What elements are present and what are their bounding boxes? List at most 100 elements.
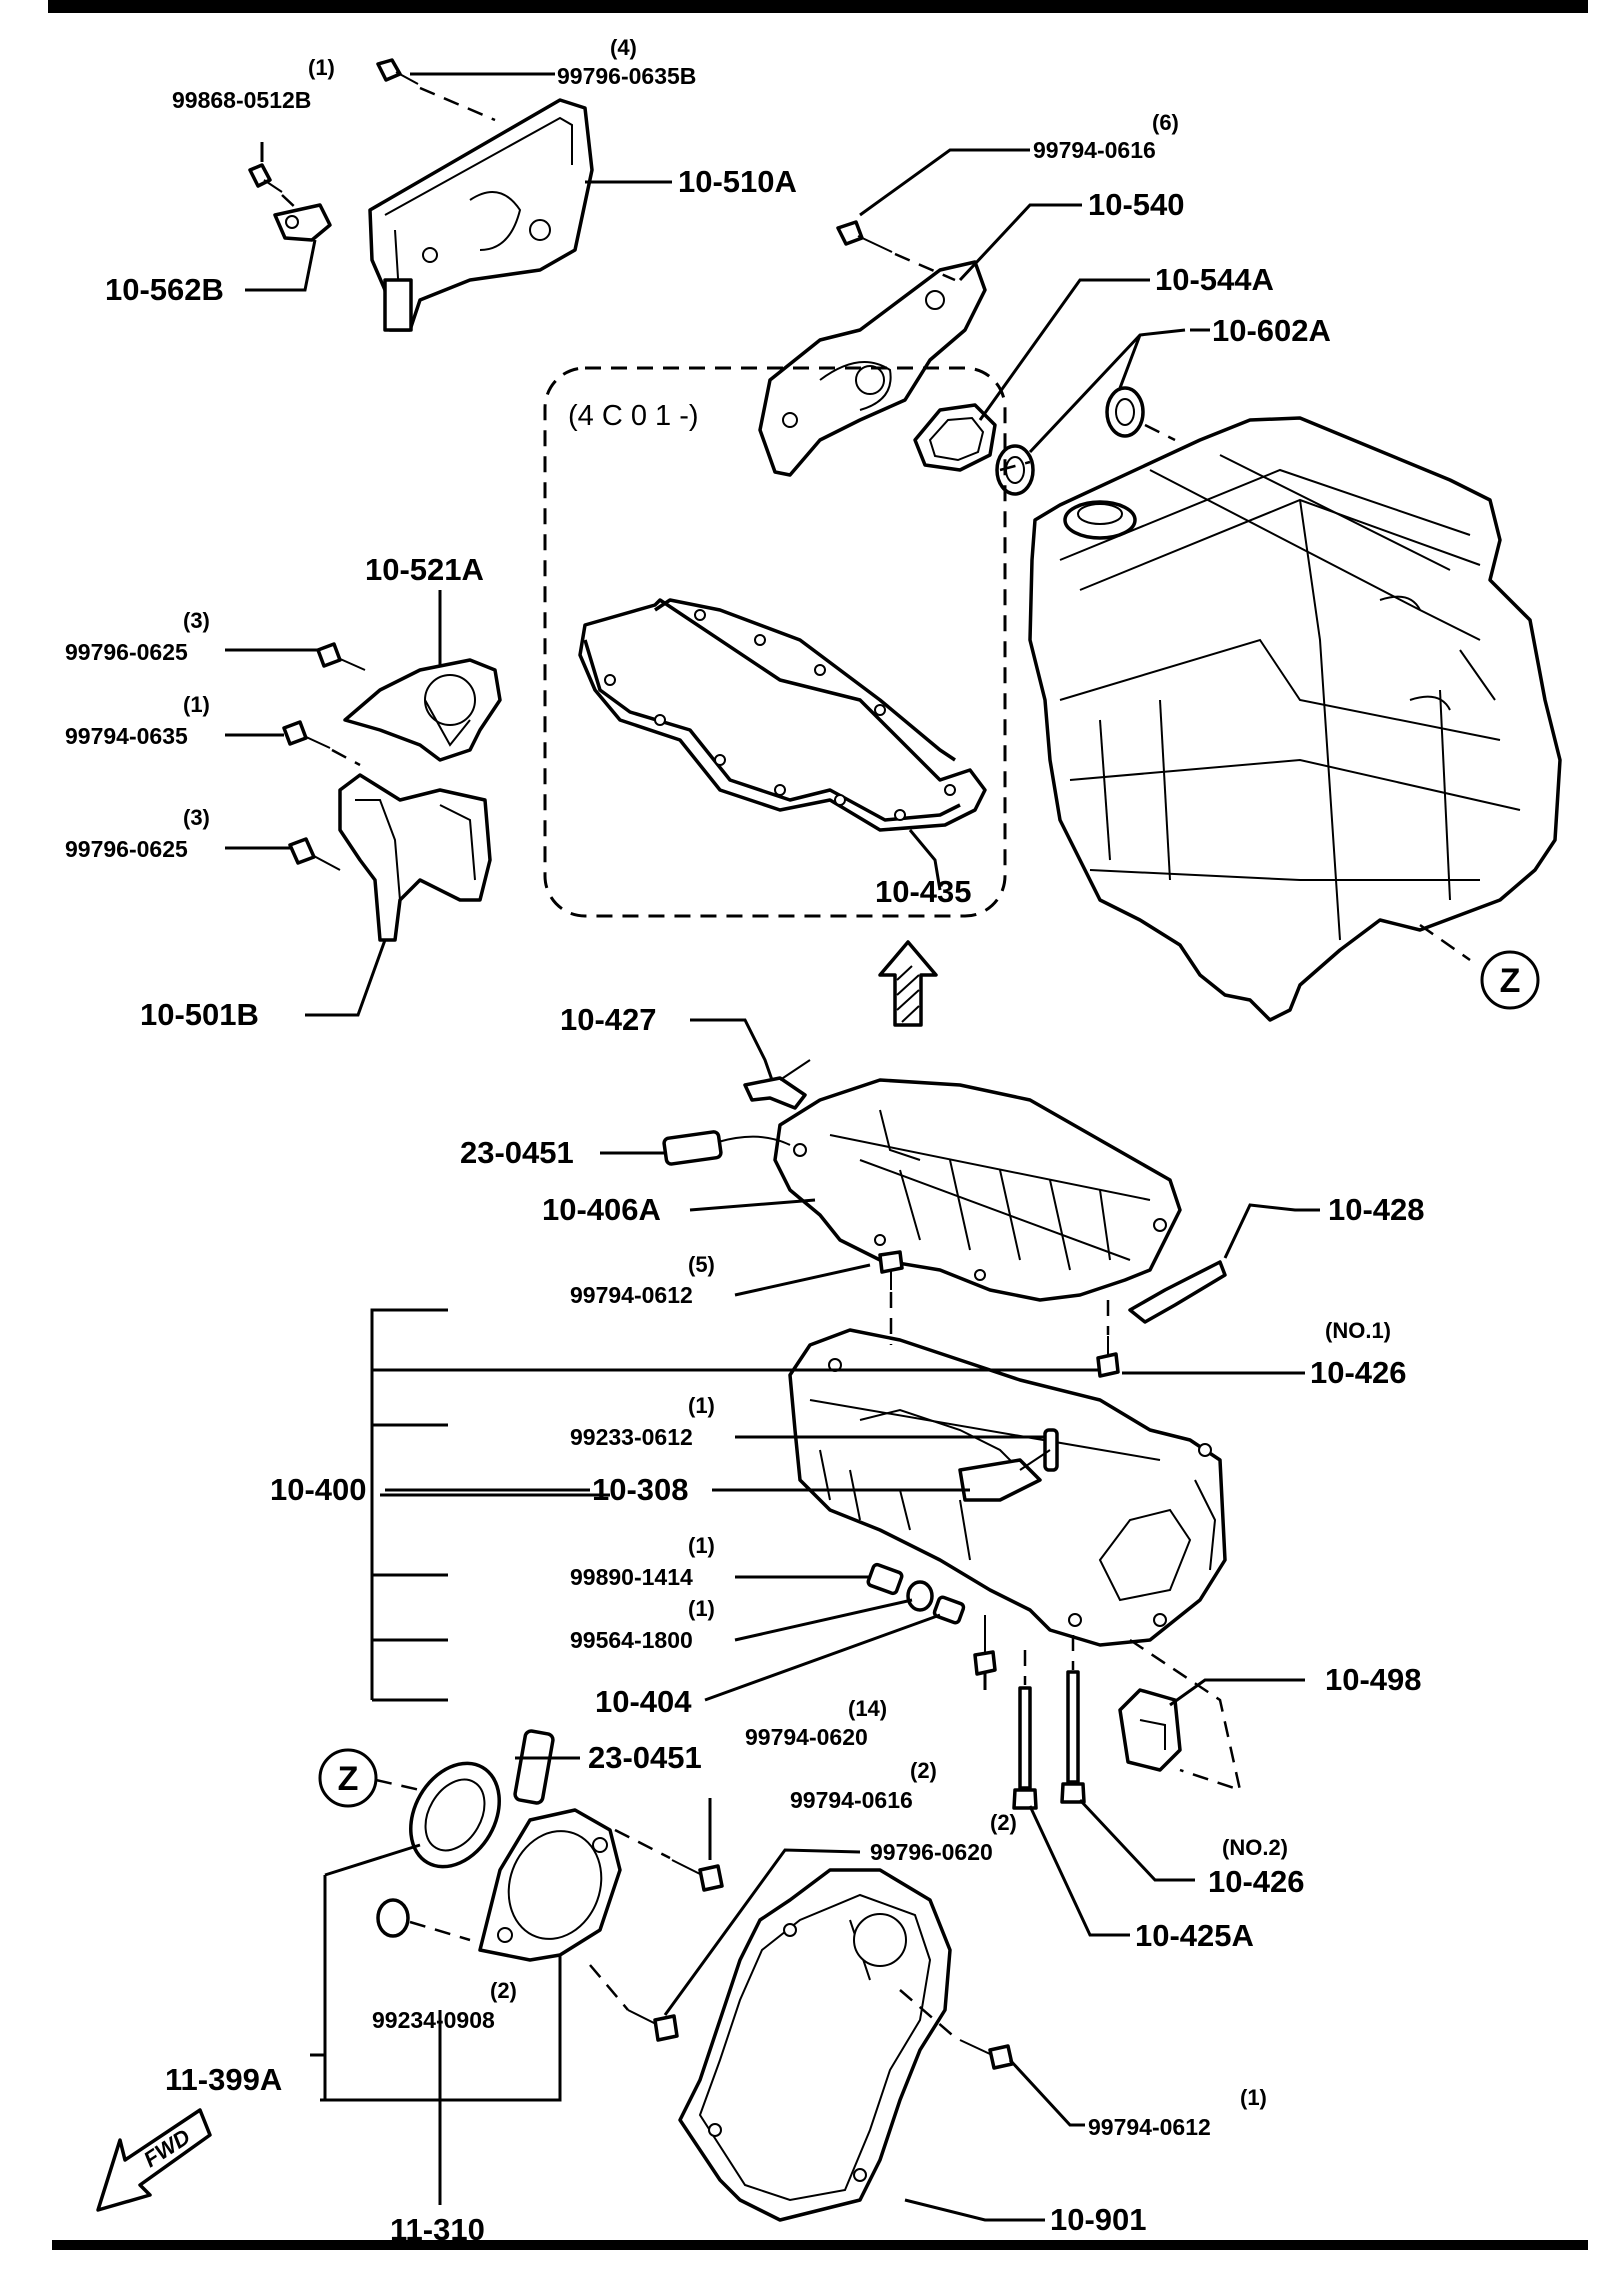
label-10-498: 10-498 [1325, 1662, 1422, 1697]
bolt-99794-0620 [973, 1615, 997, 1676]
bolt-99794-0616-bottom [671, 1859, 724, 1892]
label-11-310: 11-310 [390, 2212, 485, 2247]
qty-99868-0512B: (1) [308, 55, 335, 80]
label-99234-0908: 99234-0908 [372, 2007, 495, 2033]
label-99890-1414: 99890-1414 [570, 1564, 693, 1590]
label-10-426-no1: 10-426 [1310, 1355, 1407, 1390]
dowel-99233-0612 [1043, 1428, 1059, 1472]
bolt-10-426-no1 [1096, 1336, 1120, 1378]
label-10-428: 10-428 [1328, 1192, 1425, 1227]
qty-99794-0635: (1) [183, 692, 210, 717]
plug-10-404 [932, 1595, 966, 1625]
bolt-99868-0512B [248, 163, 283, 193]
forward-direction-arrow: FWD [96, 2108, 212, 2212]
washer-99564-1800 [906, 1580, 934, 1612]
label-99794-0612-bottom: 99794-0612 [1088, 2114, 1211, 2140]
zone-marker-z-right: Z [1480, 950, 1540, 1010]
inset-box [543, 366, 1007, 918]
label-10-544A: 10-544A [1155, 262, 1274, 297]
label-11-399A: 11-399A [165, 2062, 282, 2097]
label-10-540: 10-540 [1088, 187, 1185, 222]
label-10-562B: 10-562B [105, 272, 224, 307]
label-10-510A: 10-510A [678, 164, 797, 199]
label-99796-0620: 99796-0620 [870, 1839, 993, 1865]
oil-seal-10-602A-a [995, 444, 1035, 496]
bolt-99794-0612-bottom [959, 2039, 1014, 2070]
label-10-501B: 10-501B [140, 997, 259, 1032]
top-border [48, 0, 1588, 13]
label-99796-0625-b: 99796-0625 [65, 836, 188, 862]
label-99794-0612-mid: 99794-0612 [570, 1282, 693, 1308]
harness-10-428 [1128, 1260, 1227, 1324]
rear-oil-seal-11-399A [409, 1761, 501, 1869]
oil-seal-10-602A-b [1105, 386, 1145, 438]
timing-cover-10-501B [338, 773, 492, 942]
label-10-901: 10-901 [1050, 2202, 1147, 2237]
no1-label: (NO.1) [1325, 1318, 1391, 1343]
bolt-99796-0620 [627, 2009, 679, 2042]
bolt-99794-0635 [282, 720, 331, 749]
qty-99794-0612-bottom: (1) [1240, 2085, 1267, 2110]
timing-cover-upper [368, 98, 594, 332]
qty-99794-0612-mid: (5) [688, 1252, 715, 1277]
harness-10-427 [743, 1059, 811, 1110]
label-99794-0620: 99794-0620 [745, 1724, 868, 1750]
label-10-435: 10-435 [875, 874, 972, 909]
label-99796-0625-a: 99796-0625 [65, 639, 188, 665]
label-99794-0635: 99794-0635 [65, 723, 188, 749]
label-10-308: 10-308 [592, 1472, 689, 1507]
assembly-direction-arrow [878, 940, 938, 1027]
label-10-425A: 10-425A [1135, 1918, 1254, 1953]
stud-bolts-10-426-10-425A [1012, 1670, 1086, 1810]
sensor-bracket-10-562B [273, 203, 332, 242]
bolt-99796-0625-b [288, 837, 341, 871]
qty-99796-0625-a: (3) [183, 608, 210, 633]
label-23-0451-bottom: 23-0451 [588, 1740, 702, 1775]
no2-label: (NO.2) [1222, 1835, 1288, 1860]
oil-pan-upper-10-406A [773, 1078, 1182, 1302]
zone-marker-z-left: Z [318, 1748, 378, 1808]
bolt-99796-0635B [376, 58, 419, 85]
part-labels: (4) 99796-0635B (1) 99868-0512B 10-510A … [65, 35, 1425, 2247]
gasket-10-544A [913, 403, 997, 472]
engine-block [1028, 416, 1562, 1022]
zone-marker-text: Z [1500, 962, 1521, 1000]
sensor-23-0451-bottom [513, 1729, 555, 1805]
label-99794-0616-bottom: 99794-0616 [790, 1787, 913, 1813]
qty-99794-0616-top: (6) [1152, 110, 1179, 135]
qty-99794-0620: (14) [848, 1696, 887, 1721]
bolt-99796-0625-a [316, 642, 366, 671]
zone-marker-text-left: Z [338, 1760, 359, 1798]
plug-99890-1414 [866, 1562, 904, 1596]
sensor-23-0451-top [662, 1130, 791, 1166]
oil-pan-gasket-10-435 [578, 598, 987, 832]
label-99796-0635B: 99796-0635B [557, 63, 696, 89]
label-99868-0512B: 99868-0512B [172, 87, 311, 113]
end-plate-10-901 [678, 1868, 952, 2222]
strainer-10-308 [958, 1449, 1051, 1502]
label-10-400: 10-400 [270, 1472, 367, 1507]
qty-99890-1414: (1) [688, 1533, 715, 1558]
qty-99794-0616-bottom: (2) [910, 1758, 937, 1783]
qty-99564-1800: (1) [688, 1596, 715, 1621]
qty-99796-0625-b: (3) [183, 805, 210, 830]
label-99794-0616-top: 99794-0616 [1033, 137, 1156, 163]
label-10-602A: 10-602A [1212, 313, 1331, 348]
label-10-521A: 10-521A [365, 552, 484, 587]
qty-99234-0908: (2) [490, 1978, 517, 2003]
label-99233-0612: 99233-0612 [570, 1424, 693, 1450]
cover-10-498 [1118, 1688, 1182, 1772]
qty-99233-0612: (1) [688, 1393, 715, 1418]
label-99564-1800: 99564-1800 [570, 1627, 693, 1653]
bolt-99794-0616-top [836, 220, 893, 253]
qty-99796-0635B: (4) [610, 35, 637, 60]
timing-cover-10-521A [343, 658, 502, 762]
bolt-99794-0612-mid [878, 1250, 904, 1290]
label-10-404: 10-404 [595, 1684, 692, 1719]
seal-plate-11-310 [478, 1808, 622, 1962]
inset-code: (4 C 0 1 -) [568, 400, 699, 432]
label-10-406A: 10-406A [542, 1192, 661, 1227]
qty-99796-0620: (2) [990, 1810, 1017, 1835]
leader-lines [225, 72, 1320, 2222]
